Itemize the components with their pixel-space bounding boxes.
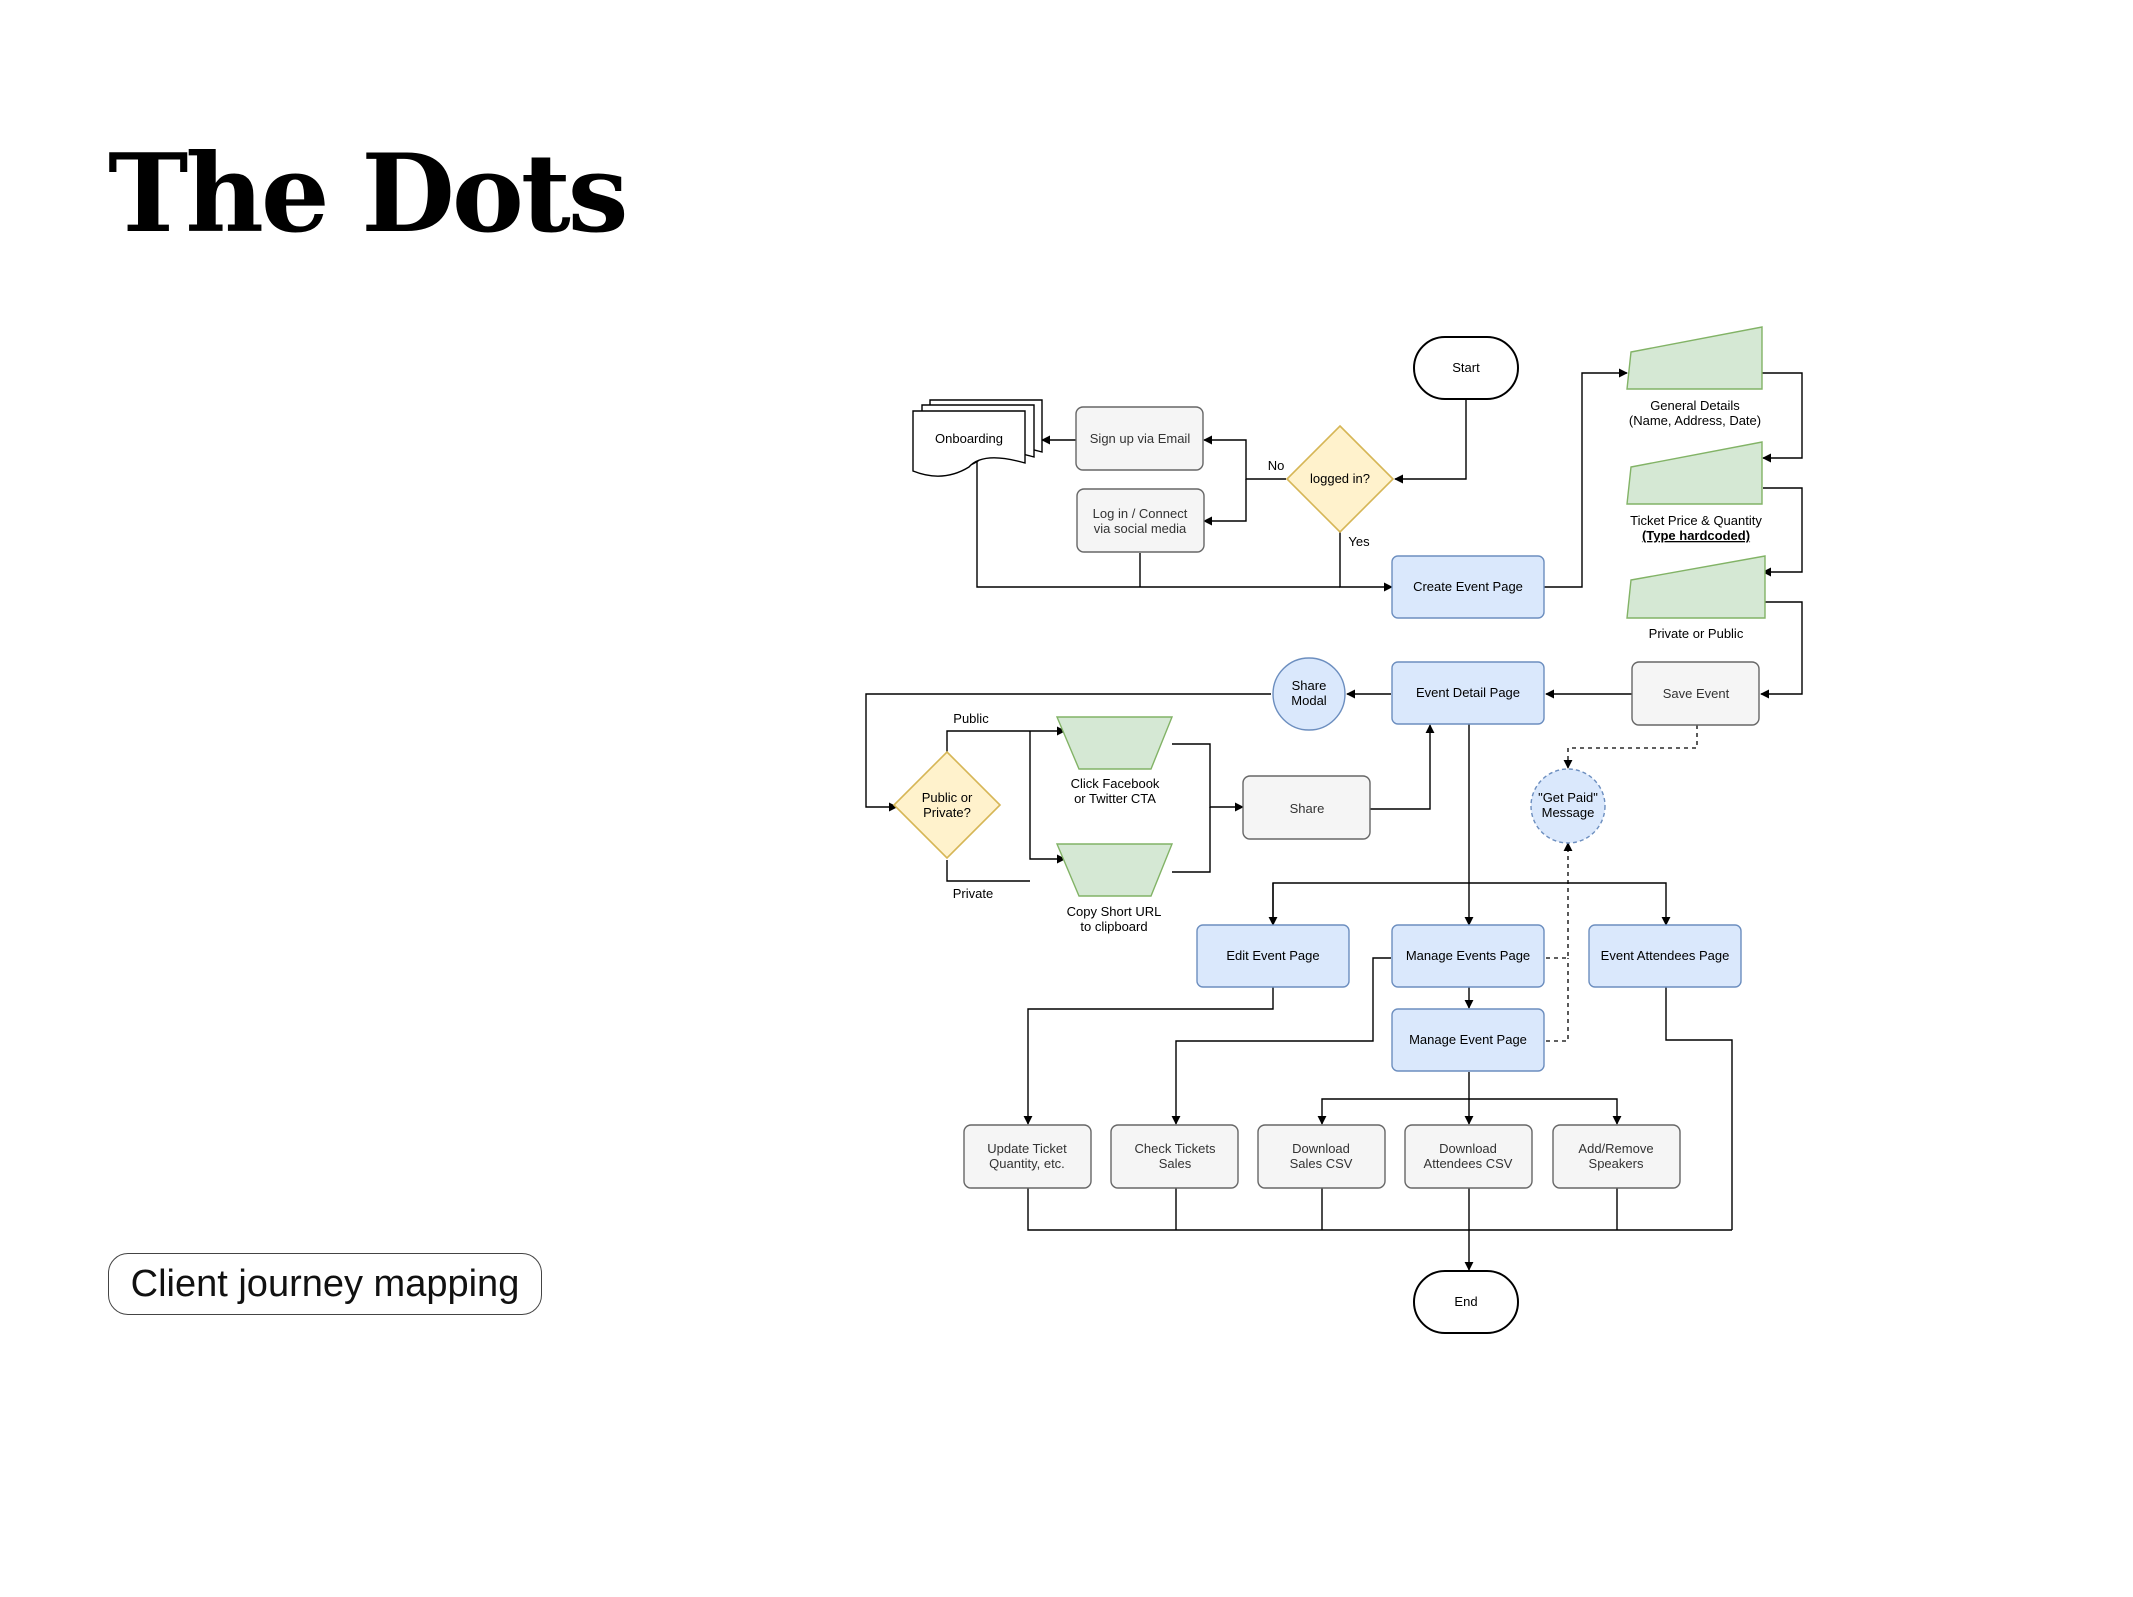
event-detail-page-label: Event Detail Page (1416, 685, 1520, 700)
edge-bottom-merge (1027, 1188, 1732, 1231)
end-label: End (1454, 1294, 1477, 1309)
update-ticket-label-2: Quantity, etc. (989, 1156, 1065, 1171)
edge-copy-share (1172, 807, 1211, 873)
check-tickets-label-2: Sales (1159, 1156, 1192, 1171)
public-private-label-2: Private? (923, 805, 971, 820)
download-attendees-label-1: Download (1439, 1141, 1497, 1156)
public-private-decision (892, 750, 1002, 860)
page-title: The Dots (108, 131, 629, 257)
logged-in-decision (1285, 424, 1395, 534)
manage-event-page-label: Manage Event Page (1409, 1032, 1527, 1047)
edge-manage-event-downloads (1317, 1072, 1470, 1125)
manage-event-page-box (1391, 1008, 1545, 1072)
edit-event-page-box (1196, 924, 1350, 988)
general-details-input (1626, 326, 1763, 390)
event-attendees-page-box (1588, 924, 1742, 988)
download-attendees-label-2: Attendees CSV (1424, 1156, 1513, 1171)
edge-label-public: Public (953, 711, 989, 726)
edge-no-branch-social (1203, 479, 1247, 526)
download-sales-box (1257, 1124, 1386, 1189)
edge-start-logged-in (1394, 400, 1467, 484)
share-modal-label-1: Share (1292, 678, 1327, 693)
private-public-label: Private or Public (1649, 626, 1744, 641)
download-attendees-box (1404, 1124, 1533, 1189)
download-sales-label-1: Download (1292, 1141, 1350, 1156)
create-event-page-label: Create Event Page (1413, 579, 1523, 594)
check-tickets-label-1: Check Tickets (1135, 1141, 1216, 1156)
copy-url-trapezoid (1055, 843, 1174, 897)
login-social-box (1076, 488, 1205, 553)
edge-share-detail (1370, 724, 1435, 810)
logged-in-label: logged in? (1310, 471, 1370, 486)
create-event-page-box (1391, 555, 1545, 619)
general-details-label-2: (Name, Address, Date) (1629, 413, 1761, 428)
click-fb-trapezoid (1055, 716, 1174, 770)
edge-attendees-end (1665, 987, 1733, 1230)
edge-general-ticket (1760, 372, 1803, 463)
onboarding-label: Onboarding (935, 431, 1003, 446)
edge-label-no: No (1268, 458, 1285, 473)
edge-edit-update (1023, 987, 1274, 1125)
category-tag: Client journey mapping (108, 1253, 542, 1315)
edge-manage-events-check (1171, 957, 1391, 1125)
copy-url-label-2: to clipboard (1080, 919, 1147, 934)
update-ticket-box (963, 1124, 1092, 1189)
edge-no-branch (1203, 435, 1286, 480)
general-details-label-1: General Details (1650, 398, 1740, 413)
edge-private-copy (946, 860, 1030, 882)
ticket-price-label-1: Ticket Price & Quantity (1630, 513, 1762, 528)
add-remove-speakers-label-1: Add/Remove (1578, 1141, 1653, 1156)
edge-manage-event-speakers (1469, 1098, 1622, 1125)
edge-onboarding-create (976, 462, 1340, 588)
update-ticket-label-1: Update Ticket (987, 1141, 1067, 1156)
save-event-label: Save Event (1663, 686, 1730, 701)
share-modal-circle (1272, 657, 1346, 731)
edge-fb-share (1172, 743, 1244, 812)
edge-label-yes: Yes (1348, 534, 1370, 549)
start-terminal (1413, 336, 1519, 400)
add-remove-speakers-box (1552, 1124, 1681, 1189)
edge-share-modal-question (865, 693, 1271, 812)
copy-url-label-1: Copy Short URL (1067, 904, 1162, 919)
ticket-price-label-2: (Type hardcoded) (1642, 528, 1750, 543)
click-fb-label-2: or Twitter CTA (1074, 791, 1156, 806)
save-event-box (1631, 661, 1760, 726)
event-attendees-page-label: Event Attendees Page (1601, 948, 1730, 963)
edge-public-fb-alt (1029, 731, 1066, 864)
edge-manage-event-get-paid (1546, 958, 1569, 1042)
add-remove-speakers-label-2: Speakers (1589, 1156, 1644, 1171)
private-public-input (1626, 555, 1766, 619)
click-fb-label-1: Click Facebook (1071, 776, 1160, 791)
check-tickets-box (1110, 1124, 1239, 1189)
login-social-label-1: Log in / Connect (1093, 506, 1188, 521)
end-terminal (1413, 1270, 1519, 1334)
edge-private-save (1760, 601, 1803, 699)
edge-save-get-paid (1563, 725, 1698, 769)
share-box (1242, 775, 1371, 840)
login-social-label-2: via social media (1094, 521, 1187, 536)
edge-ticket-private (1762, 487, 1803, 577)
edge-manage-events-get-paid (1546, 842, 1573, 959)
get-paid-label-1: "Get Paid" (1538, 790, 1598, 805)
edge-public-fb (946, 726, 1066, 754)
onboarding-document (912, 399, 1043, 477)
ticket-price-input (1626, 441, 1763, 505)
event-detail-page-box (1391, 661, 1545, 725)
public-private-label-1: Public or (922, 790, 973, 805)
edit-event-page-label: Edit Event Page (1226, 948, 1319, 963)
start-label: Start (1452, 360, 1480, 375)
signup-email-label: Sign up via Email (1090, 431, 1191, 446)
edge-label-private: Private (953, 886, 993, 901)
share-modal-label-2: Modal (1291, 693, 1327, 708)
edge-create-general (1544, 368, 1628, 588)
share-label: Share (1290, 801, 1325, 816)
download-sales-label-2: Sales CSV (1290, 1156, 1353, 1171)
get-paid-label-2: Message (1542, 805, 1595, 820)
manage-events-page-box (1391, 924, 1545, 988)
get-paid-message-circle (1530, 768, 1606, 844)
signup-email-box (1075, 406, 1204, 471)
manage-events-page-label: Manage Events Page (1406, 948, 1530, 963)
